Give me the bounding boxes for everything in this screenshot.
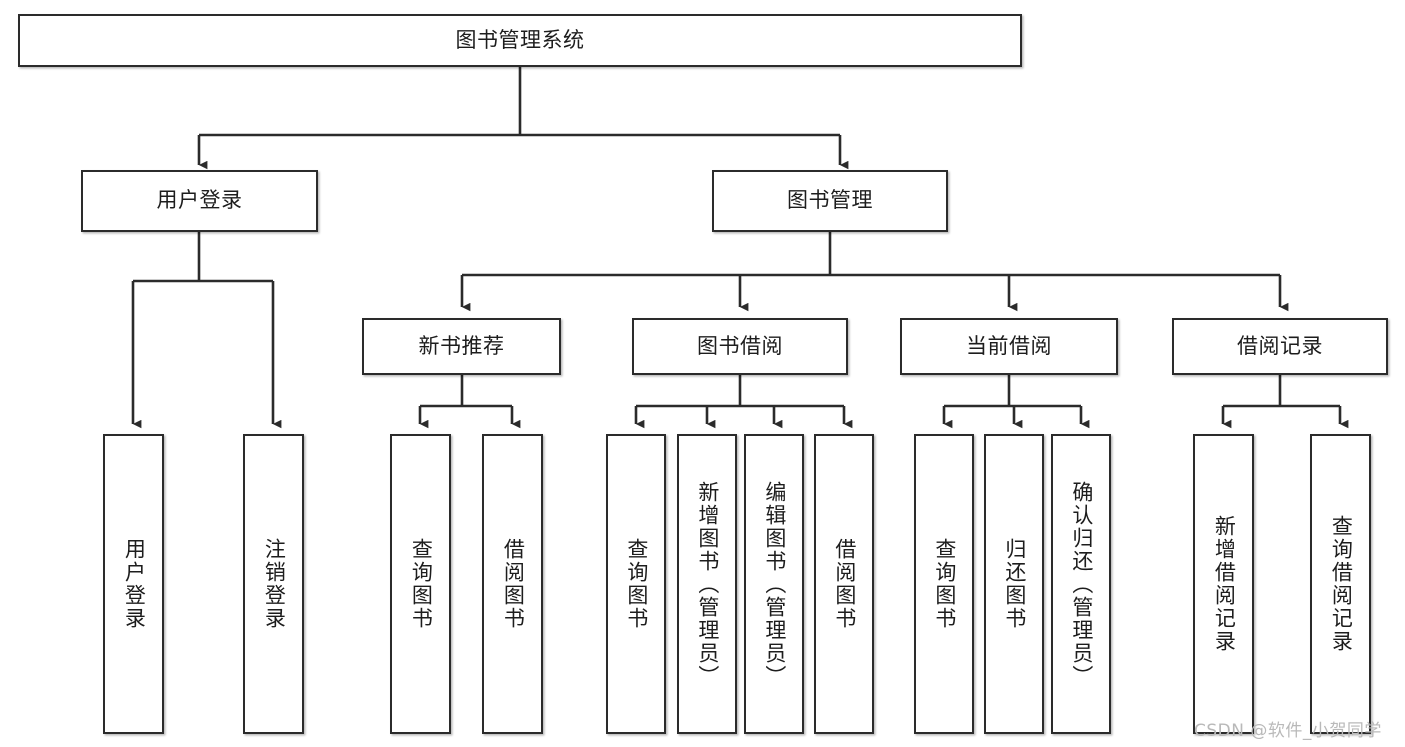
node-label: 查询图书 [624,538,649,630]
node-label: 新增借阅记录 [1212,515,1237,653]
node-leaf-add-borrow-record[interactable]: 新增借阅记录 [1193,434,1254,734]
node-book-management-system[interactable]: 图书管理系统 [18,14,1022,67]
node-leaf-return-book[interactable]: 归还图书 [984,434,1044,734]
node-label: 借阅记录 [1237,333,1323,358]
node-leaf-query-book-1[interactable]: 查询图书 [390,434,451,734]
node-label: 借阅图书 [832,538,857,630]
node-leaf-query-book-3[interactable]: 查询图书 [914,434,974,734]
node-leaf-borrow-book-1[interactable]: 借阅图书 [482,434,543,734]
node-label: 新书推荐 [418,333,505,358]
node-label: 用户登录 [156,188,243,213]
node-leaf-edit-book-admin[interactable]: 编辑图书（管理员） [744,434,804,734]
node-label: 图书管理系统 [455,27,585,52]
node-new-book-recommend[interactable]: 新书推荐 [362,318,561,375]
node-label: 用户登录 [122,538,147,630]
watermark-text: CSDN @软件_小贺同学 [1194,721,1382,741]
node-book-manage[interactable]: 图书管理 [712,170,948,232]
node-leaf-logout-login[interactable]: 注销登录 [243,434,304,734]
node-label: 注销登录 [262,538,287,630]
node-label: 查询图书 [932,538,957,630]
node-label: 图书管理 [787,188,873,213]
node-borrow-record[interactable]: 借阅记录 [1172,318,1388,375]
node-current-borrow[interactable]: 当前借阅 [900,318,1118,375]
node-label: 图书借阅 [697,333,783,358]
node-user-login[interactable]: 用户登录 [81,170,318,232]
node-leaf-borrow-book-2[interactable]: 借阅图书 [814,434,874,734]
node-label: 新增图书（管理员） [695,480,720,688]
node-label: 当前借阅 [966,333,1052,358]
node-label: 查询借阅记录 [1329,515,1354,653]
node-leaf-confirm-return-admin[interactable]: 确认归还（管理员） [1051,434,1111,734]
node-leaf-user-login[interactable]: 用户登录 [103,434,164,734]
node-label: 查询图书 [409,538,434,630]
node-label: 归还图书 [1002,538,1027,630]
node-leaf-add-book-admin[interactable]: 新增图书（管理员） [677,434,737,734]
node-label: 编辑图书（管理员） [762,480,787,688]
node-book-borrow[interactable]: 图书借阅 [632,318,848,375]
node-leaf-query-book-2[interactable]: 查询图书 [606,434,666,734]
node-leaf-query-borrow-record[interactable]: 查询借阅记录 [1310,434,1371,734]
node-label: 借阅图书 [501,538,526,630]
node-label: 确认归还（管理员） [1069,480,1094,688]
